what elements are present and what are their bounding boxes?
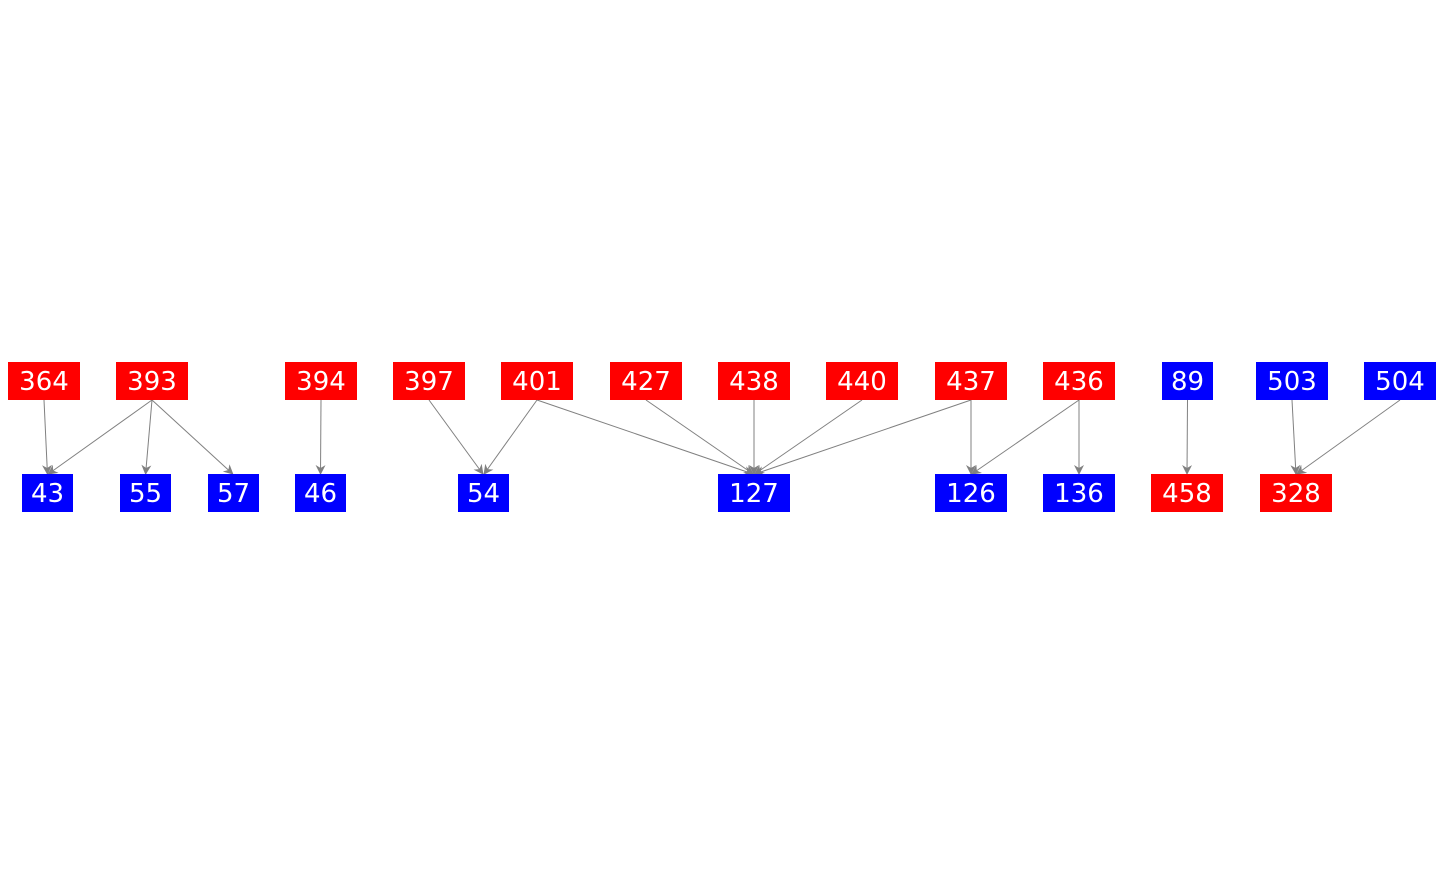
node-box	[610, 362, 682, 400]
edge-440-to-127	[754, 399, 863, 475]
node-label: 393	[127, 367, 177, 397]
node-label: 46	[304, 479, 337, 509]
node-436[interactable]: 436	[1043, 362, 1115, 400]
node-label: 328	[1271, 479, 1321, 509]
edge-503-to-328	[1290, 399, 1301, 475]
node-136[interactable]: 136	[1043, 474, 1115, 512]
edge-436-to-126	[971, 399, 1080, 475]
node-label: 438	[729, 367, 779, 397]
node-label: 394	[296, 367, 346, 397]
edge-393-to-43	[47, 399, 153, 475]
node-box	[1162, 362, 1213, 400]
node-57[interactable]: 57	[208, 474, 259, 512]
node-box	[208, 474, 259, 512]
edge-427-to-127	[645, 399, 754, 475]
node-box	[120, 474, 171, 512]
node-437[interactable]: 437	[935, 362, 1007, 400]
node-397[interactable]: 397	[393, 362, 465, 400]
node-503[interactable]: 503	[1256, 362, 1328, 400]
edge-504-to-328	[1296, 399, 1401, 475]
node-label: 503	[1267, 367, 1317, 397]
node-box	[116, 362, 188, 400]
node-401[interactable]: 401	[501, 362, 573, 400]
node-label: 364	[19, 367, 69, 397]
node-box	[458, 474, 509, 512]
node-126[interactable]: 126	[935, 474, 1007, 512]
node-box	[8, 362, 80, 400]
node-box	[718, 474, 790, 512]
edge-397-to-54	[428, 399, 484, 475]
edge-401-to-54	[483, 399, 538, 475]
node-328[interactable]: 328	[1260, 474, 1332, 512]
node-box	[935, 474, 1007, 512]
node-394[interactable]: 394	[285, 362, 357, 400]
node-box	[718, 362, 790, 400]
node-393[interactable]: 393	[116, 362, 188, 400]
node-label: 437	[946, 367, 996, 397]
node-364[interactable]: 364	[8, 362, 80, 400]
node-box	[1364, 362, 1436, 400]
node-box	[1151, 474, 1223, 512]
node-box	[501, 362, 573, 400]
node-box	[1043, 474, 1115, 512]
node-label: 43	[31, 479, 64, 509]
node-440[interactable]: 440	[826, 362, 898, 400]
node-427[interactable]: 427	[610, 362, 682, 400]
node-box	[295, 474, 346, 512]
node-504[interactable]: 504	[1364, 362, 1436, 400]
node-55[interactable]: 55	[120, 474, 171, 512]
edge-437-to-127	[754, 399, 972, 476]
node-label: 440	[837, 367, 887, 397]
node-box	[1260, 474, 1332, 512]
node-label: 126	[946, 479, 996, 509]
edge-401-to-127	[536, 399, 754, 476]
node-54[interactable]: 54	[458, 474, 509, 512]
node-label: 54	[467, 479, 500, 509]
edge-364-to-43	[42, 399, 53, 475]
node-label: 504	[1375, 367, 1425, 397]
node-box	[22, 474, 73, 512]
node-label: 401	[512, 367, 562, 397]
node-label: 55	[129, 479, 162, 509]
node-label: 127	[729, 479, 779, 509]
node-label: 89	[1171, 367, 1204, 397]
node-label: 436	[1054, 367, 1104, 397]
node-label: 397	[404, 367, 454, 397]
node-label: 458	[1162, 479, 1212, 509]
node-46[interactable]: 46	[295, 474, 346, 512]
node-box	[935, 362, 1007, 400]
node-label: 136	[1054, 479, 1104, 509]
node-458[interactable]: 458	[1151, 474, 1223, 512]
edge-393-to-57	[151, 399, 234, 475]
node-438[interactable]: 438	[718, 362, 790, 400]
node-label: 427	[621, 367, 671, 397]
node-89[interactable]: 89	[1162, 362, 1213, 400]
node-43[interactable]: 43	[22, 474, 73, 512]
node-box	[393, 362, 465, 400]
node-box	[826, 362, 898, 400]
edges-layer	[42, 399, 1401, 476]
node-box	[285, 362, 357, 400]
node-label: 57	[217, 479, 250, 509]
node-box	[1043, 362, 1115, 400]
node-box	[1256, 362, 1328, 400]
nodes-layer: 364 393 394 397 401 427 438 440 437 436 89 503 504 43…	[8, 362, 1436, 512]
node-127[interactable]: 127	[718, 474, 790, 512]
edge-393-to-55	[141, 399, 153, 475]
